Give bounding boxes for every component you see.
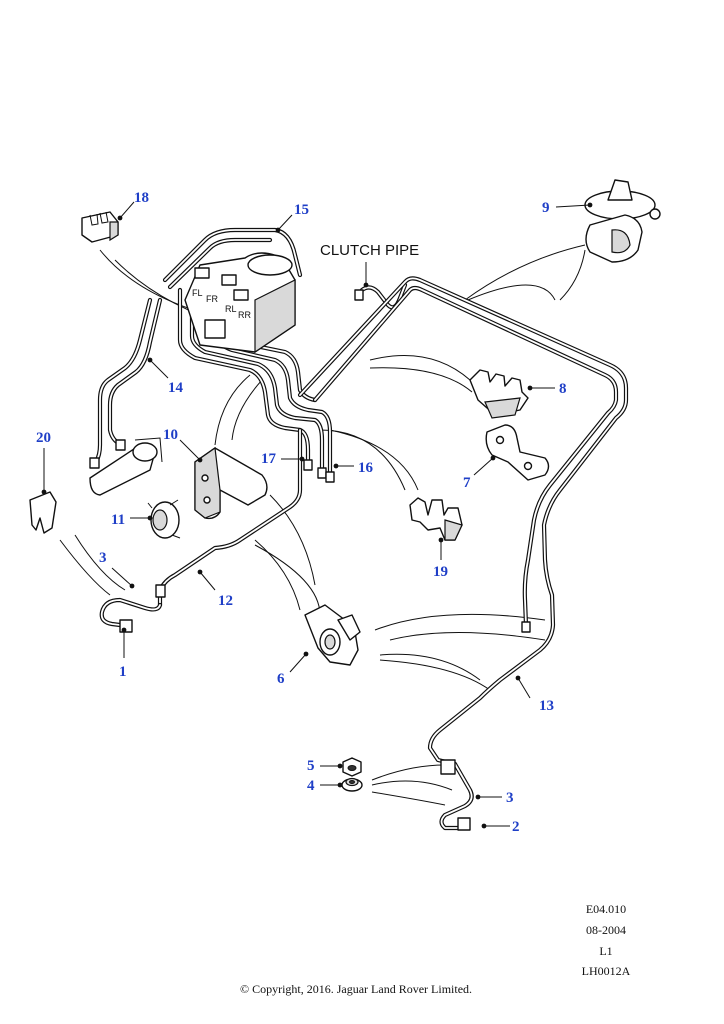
rear-union <box>440 759 456 775</box>
callout-7[interactable]: 7 <box>463 475 471 491</box>
callout-5[interactable]: 5 <box>307 758 315 774</box>
abs-modulator <box>184 252 296 354</box>
callout-1[interactable]: 1 <box>119 664 127 680</box>
abs-port-rl: RL <box>225 304 237 314</box>
callout-15[interactable]: 15 <box>294 202 309 218</box>
rear-pipe-end <box>521 621 531 633</box>
callout-13[interactable]: 13 <box>539 698 554 714</box>
illustration-date: 08-2004 <box>586 923 626 937</box>
part-10-bracket <box>194 446 268 520</box>
callout-20[interactable]: 20 <box>36 430 51 446</box>
part-8-pipe-clip <box>469 369 529 419</box>
leader-lines <box>41 201 593 829</box>
pipe-end-16a <box>317 467 327 479</box>
abs-port-fl: FL <box>192 288 203 298</box>
callout-numbers: 1 2 3 3 4 5 6 7 8 9 10 11 12 13 14 15 16… <box>36 190 567 835</box>
part-5-nut <box>342 757 362 777</box>
callout-14[interactable]: 14 <box>168 380 184 396</box>
abs-port-labels: FL FR RL RR <box>192 288 251 320</box>
pipe-end-17 <box>303 459 313 471</box>
abs-port-rr: RR <box>238 310 251 320</box>
part-19-pipe-clip <box>409 497 463 541</box>
clutch-pipe-label: CLUTCH PIPE <box>320 242 419 259</box>
part-9-grommet <box>584 179 661 263</box>
callout-12[interactable]: 12 <box>218 593 233 609</box>
callout-11[interactable]: 11 <box>111 512 125 528</box>
part-11-grommet <box>147 499 181 539</box>
abs-port-fr: FR <box>206 294 218 304</box>
callout-8[interactable]: 8 <box>559 381 567 397</box>
callout-3-front[interactable]: 3 <box>99 550 107 566</box>
front-caliper-cylinder <box>89 437 163 496</box>
part-4-nut <box>341 777 363 792</box>
caliper-fitting-b <box>115 439 126 451</box>
callout-4[interactable]: 4 <box>307 778 315 794</box>
pipe-fittings <box>89 289 531 831</box>
callout-17[interactable]: 17 <box>261 451 277 467</box>
callout-3-rear[interactable]: 3 <box>506 790 514 806</box>
pipe-end-16b <box>325 471 335 483</box>
callout-2[interactable]: 2 <box>512 819 520 835</box>
front-union <box>155 584 166 598</box>
part-20-clip <box>29 491 57 534</box>
callout-19[interactable]: 19 <box>433 564 448 580</box>
callout-10[interactable]: 10 <box>163 427 178 443</box>
sweep-arcs <box>59 244 586 806</box>
part-6-grommet <box>304 604 361 666</box>
illustration-ref: LH0012A <box>581 964 631 978</box>
callout-6[interactable]: 6 <box>277 671 285 687</box>
clutch-pipe-fitting <box>354 289 364 301</box>
callout-9[interactable]: 9 <box>542 200 550 216</box>
part-18-clip <box>81 211 119 243</box>
caliper-fitting-a <box>89 457 100 469</box>
illustration-code: E04.010 <box>585 902 627 916</box>
part-7-bracket <box>485 424 550 481</box>
callout-18[interactable]: 18 <box>134 190 149 206</box>
illustration-level: L1 <box>599 944 613 958</box>
brake-pipes <box>93 227 629 831</box>
rear-caliper-fitting <box>457 817 471 831</box>
callout-16[interactable]: 16 <box>358 460 374 476</box>
copyright-notice: © Copyright, 2016. Jaguar Land Rover Lim… <box>239 982 473 996</box>
